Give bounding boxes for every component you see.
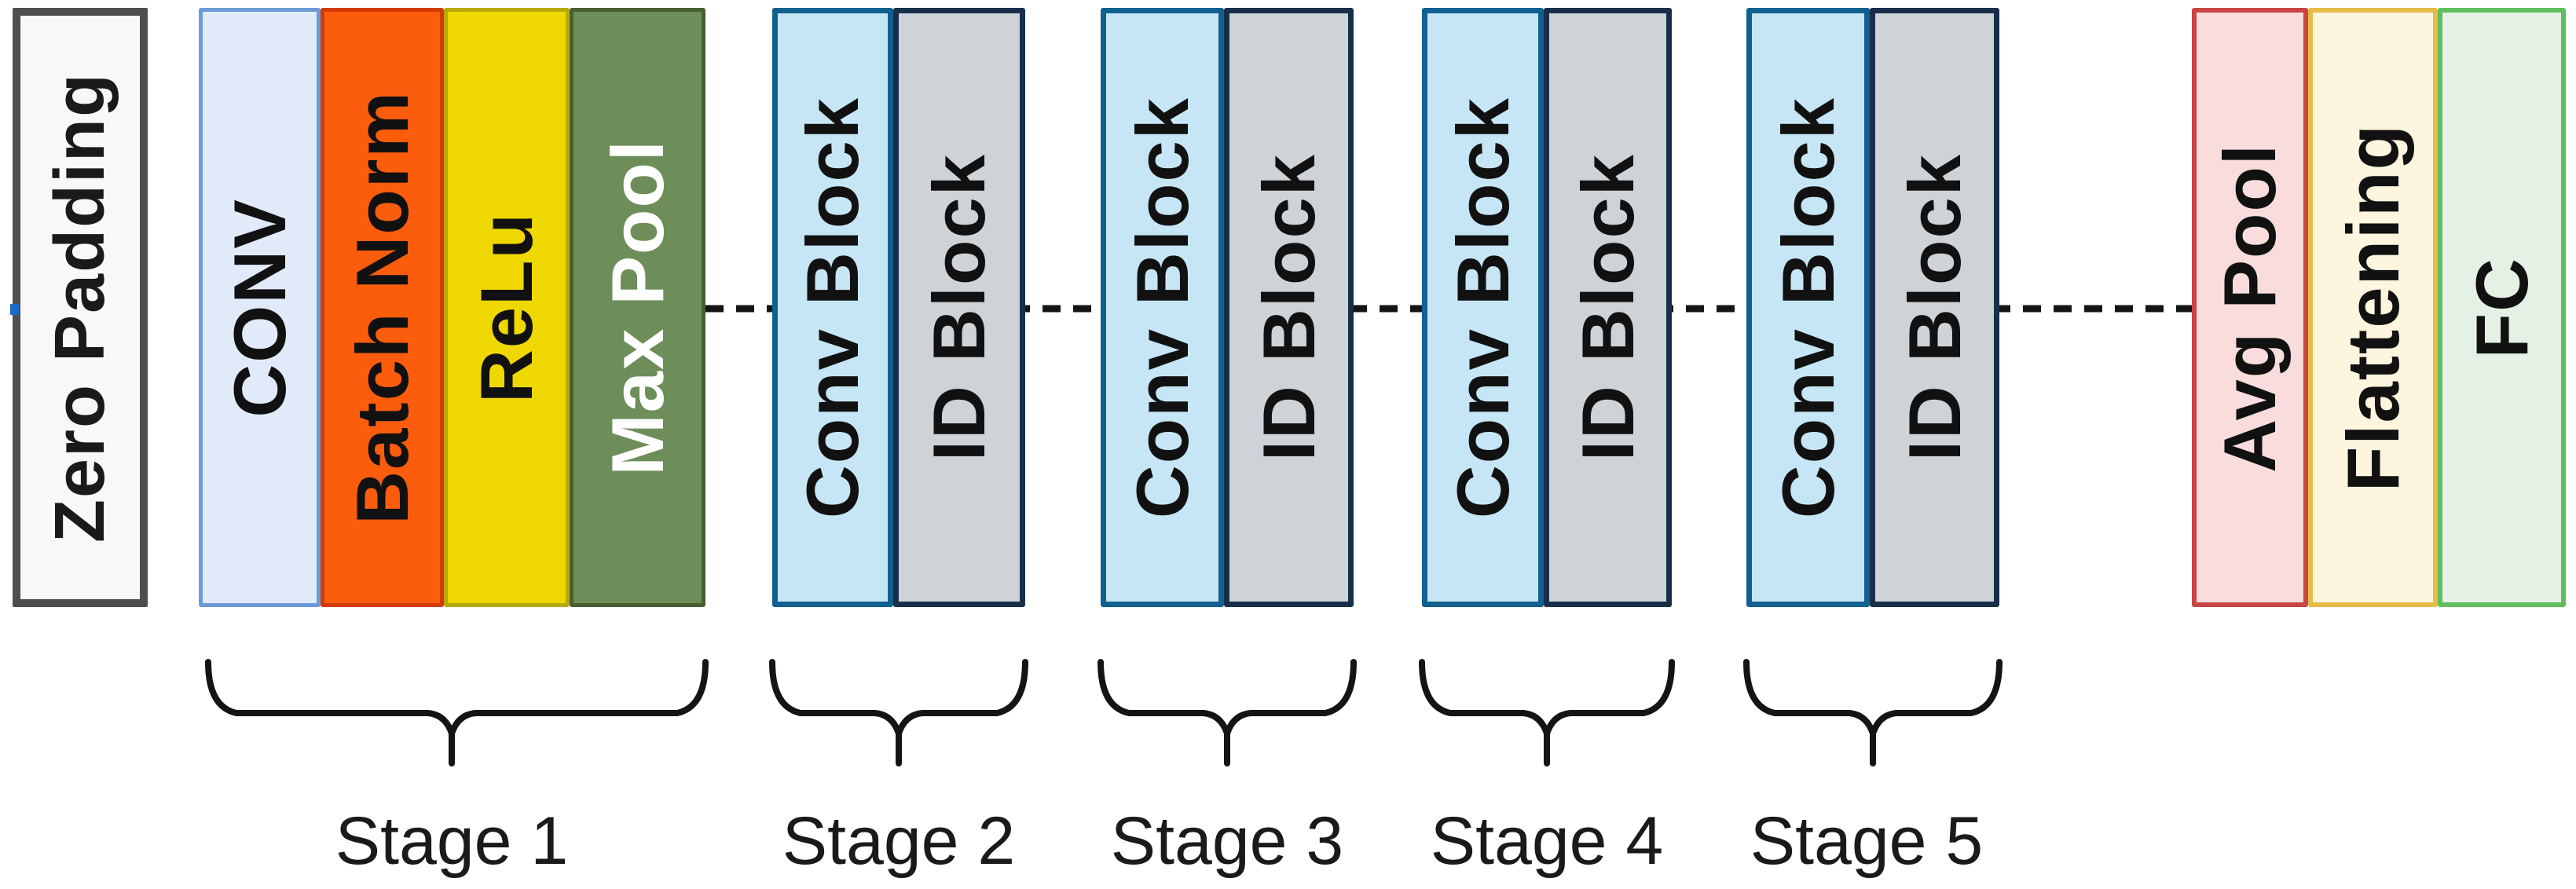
stray-blue-mark — [10, 304, 19, 315]
stage-1-brace — [205, 659, 709, 766]
stage-4-brace — [1419, 659, 1675, 766]
stage-2-brace — [769, 659, 1028, 766]
fc-block: FC — [2438, 8, 2566, 607]
stage5-conv-block: Conv Block — [1746, 8, 1870, 607]
stage3-conv-block-label: Conv Block — [1120, 96, 1204, 519]
stage4-id-block: ID Block — [1544, 8, 1672, 607]
avg-pool-block: Avg Pool — [2192, 8, 2308, 607]
stage-3-label: Stage 3 — [1110, 803, 1344, 879]
stage-5-brace — [1743, 659, 2003, 766]
stage2-id-block: ID Block — [893, 8, 1025, 607]
stage-5-label: Stage 5 — [1750, 803, 1984, 879]
fc-label: FC — [2460, 256, 2543, 359]
stage5-id-block: ID Block — [1870, 8, 1999, 607]
stage4-conv-block-label: Conv Block — [1441, 96, 1524, 519]
stage-3-brace — [1097, 659, 1357, 766]
stage2-id-block-label: ID Block — [918, 153, 1000, 462]
stage2-conv-block: Conv Block — [772, 8, 893, 607]
stage1-max-pool-label: Max Pool — [595, 139, 679, 476]
stage-2-label: Stage 2 — [782, 803, 1016, 879]
stage1-conv-label: CONV — [218, 197, 301, 418]
stage3-id-block: ID Block — [1224, 8, 1354, 607]
stage1-batch-norm-label: Batch Norm — [340, 90, 423, 525]
avg-pool-label: Avg Pool — [2208, 142, 2291, 473]
zero-padding-label: Zero Padding — [41, 71, 119, 543]
stage3-id-block-label: ID Block — [1247, 153, 1330, 462]
stage-4-label: Stage 4 — [1430, 803, 1664, 879]
stage5-id-block-label: ID Block — [1893, 153, 1976, 462]
stage5-conv-block-label: Conv Block — [1766, 96, 1849, 519]
stage4-conv-block: Conv Block — [1422, 8, 1544, 607]
stage1-conv-block: CONV — [199, 8, 321, 607]
stage1-relu-block: ReLu — [444, 8, 570, 607]
stage1-batch-norm-block: Batch Norm — [321, 8, 444, 607]
stage1-relu-label: ReLu — [465, 212, 548, 403]
zero-padding-block: Zero Padding — [13, 8, 148, 607]
flattening-label: Flattening — [2331, 123, 2414, 492]
stage4-id-block-label: ID Block — [1566, 153, 1649, 462]
stage2-conv-block-label: Conv Block — [791, 96, 874, 519]
flattening-block: Flattening — [2308, 8, 2438, 607]
stage-1-label: Stage 1 — [335, 803, 569, 879]
stage1-max-pool-block: Max Pool — [570, 8, 705, 607]
stage3-conv-block: Conv Block — [1101, 8, 1224, 607]
